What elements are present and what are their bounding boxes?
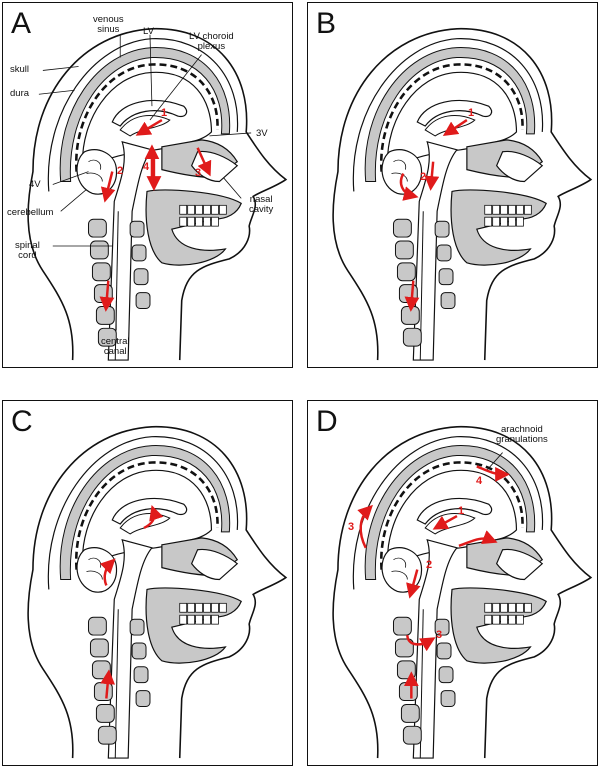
label-dura: dura	[10, 88, 30, 99]
label-lv: LV	[143, 26, 154, 37]
panel-a-diagram	[26, 27, 288, 362]
panel-d-diagram	[331, 425, 593, 760]
label-venous-sinus: venous sinus	[93, 14, 124, 35]
label-3v: 3V	[256, 128, 268, 139]
step-number: 2	[426, 559, 433, 571]
label-nasal-cavity: nasal cavity	[249, 194, 274, 215]
panel-letter: B	[316, 7, 337, 40]
panel-letter: C	[11, 405, 33, 438]
label-cerebellum: cerebellum	[7, 207, 54, 218]
label-lv-choroid-plexus: LV choroid plexus	[189, 31, 234, 52]
step-number: 2	[117, 165, 124, 177]
arrow-step-1	[135, 118, 163, 136]
step-number: 4	[476, 475, 483, 487]
panel-letter: A	[11, 7, 32, 40]
step-number: 3	[195, 167, 202, 179]
panel-a: A venous sinus LV LV choroid plexus skul…	[2, 2, 293, 368]
step-number: 1	[468, 107, 475, 119]
panel-d: D arachnoid granulations 1 2 3 3 4	[307, 400, 598, 766]
step-number: 1	[161, 107, 168, 119]
label-spinal-cord: spinal cord	[15, 240, 40, 261]
step-number: 4	[143, 161, 150, 173]
panel-c-diagram	[26, 425, 288, 760]
arrow-step-3	[196, 147, 212, 177]
step-number: 3	[348, 521, 355, 533]
arrow-step-2	[100, 171, 116, 203]
step-number: 3	[436, 629, 443, 641]
label-skull: skull	[10, 64, 30, 75]
panel-b-diagram	[331, 27, 593, 362]
label-4v: 4V	[29, 179, 41, 190]
panel-letter: D	[316, 405, 338, 438]
label-central-canal: central canal	[101, 336, 130, 357]
step-number: 2	[420, 171, 427, 183]
panel-c: C	[2, 400, 293, 766]
arrow-spinal	[99, 280, 115, 312]
panel-b: B 1 2	[307, 2, 598, 368]
step-number: 1	[458, 505, 465, 517]
label-arachnoid-granulations: arachnoid granulations	[496, 424, 548, 445]
